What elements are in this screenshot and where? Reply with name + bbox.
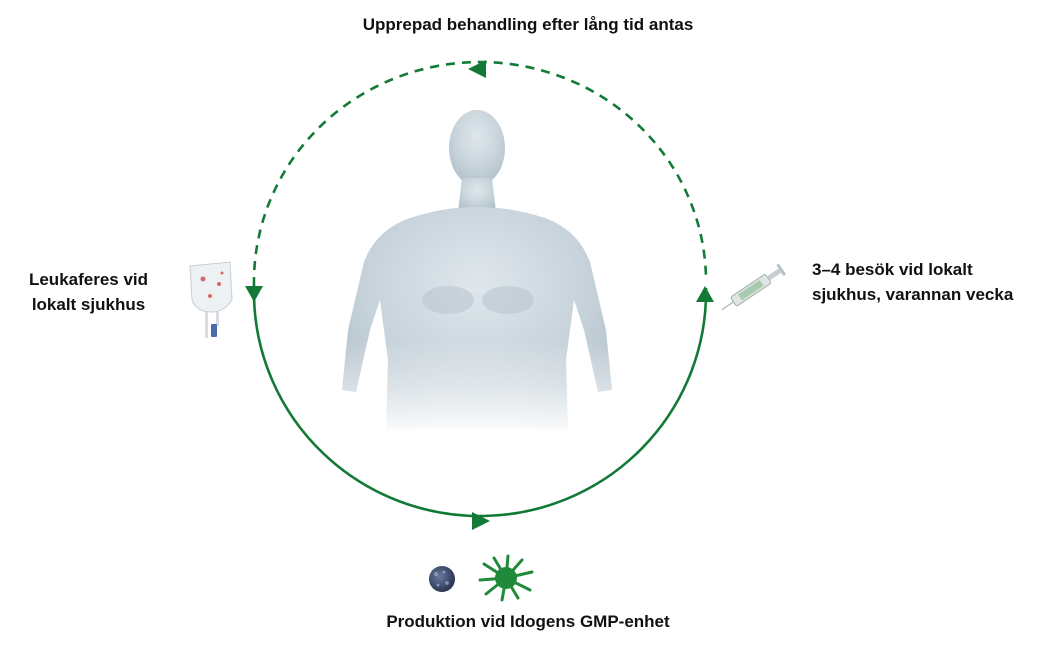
leukapheresis-label: Leukaferes vid lokalt sjukhus [6, 267, 171, 317]
leukapheresis-label-line2: lokalt sjukhus [6, 292, 171, 317]
tolerogenic-cell-icon [429, 566, 455, 592]
injection-visits-label: 3–4 besök vid lokalt sjukhus, varannan v… [812, 257, 1013, 307]
blood-bag-icon [190, 262, 232, 338]
repeat-treatment-label: Upprepad behandling efter lång tid antas [0, 12, 1056, 37]
syringe-icon [718, 264, 786, 316]
arrow-up-icon [696, 286, 714, 302]
injection-visits-label-line2: sjukhus, varannan vecka [812, 282, 1013, 307]
dendritic-cell-icon [480, 556, 532, 600]
production-label: Produktion vid Idogens GMP-enhet [0, 609, 1056, 634]
arrow-down-icon [245, 286, 263, 302]
leukapheresis-label-line1: Leukaferes vid [6, 267, 171, 292]
human-figure-icon [330, 110, 630, 435]
injection-visits-label-line1: 3–4 besök vid lokalt [812, 257, 1013, 282]
